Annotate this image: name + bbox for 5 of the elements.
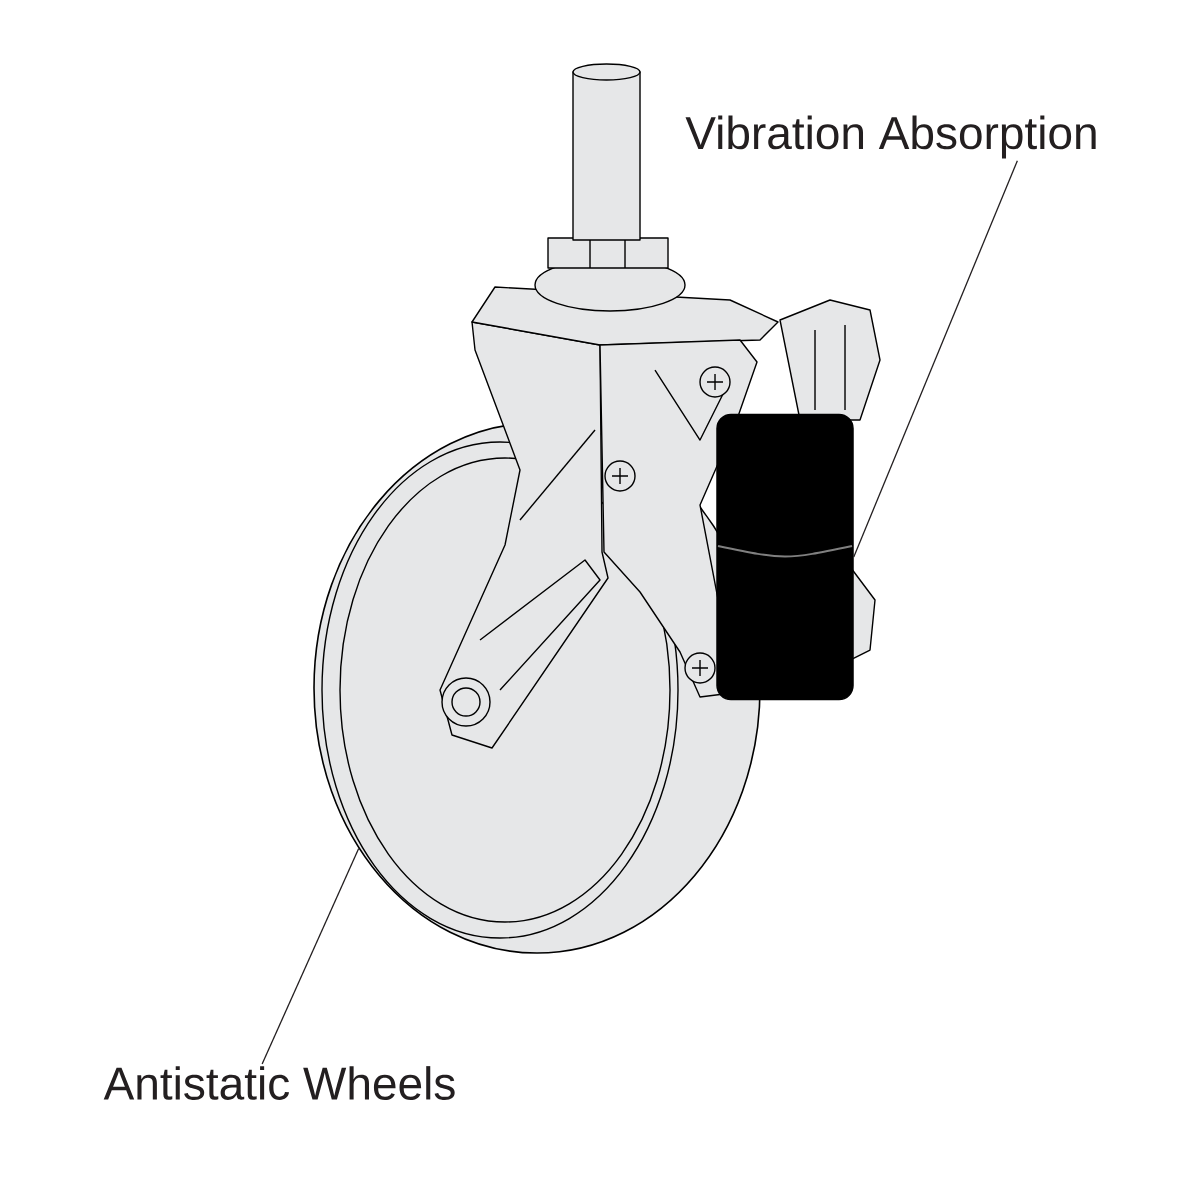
damper-cylinder (716, 413, 854, 701)
callout-text: Antistatic Wheels (103, 1066, 455, 1100)
leader-line (853, 160, 1018, 558)
callout-text: Vibration Absorption (685, 115, 1096, 159)
leader-line (261, 847, 360, 1065)
